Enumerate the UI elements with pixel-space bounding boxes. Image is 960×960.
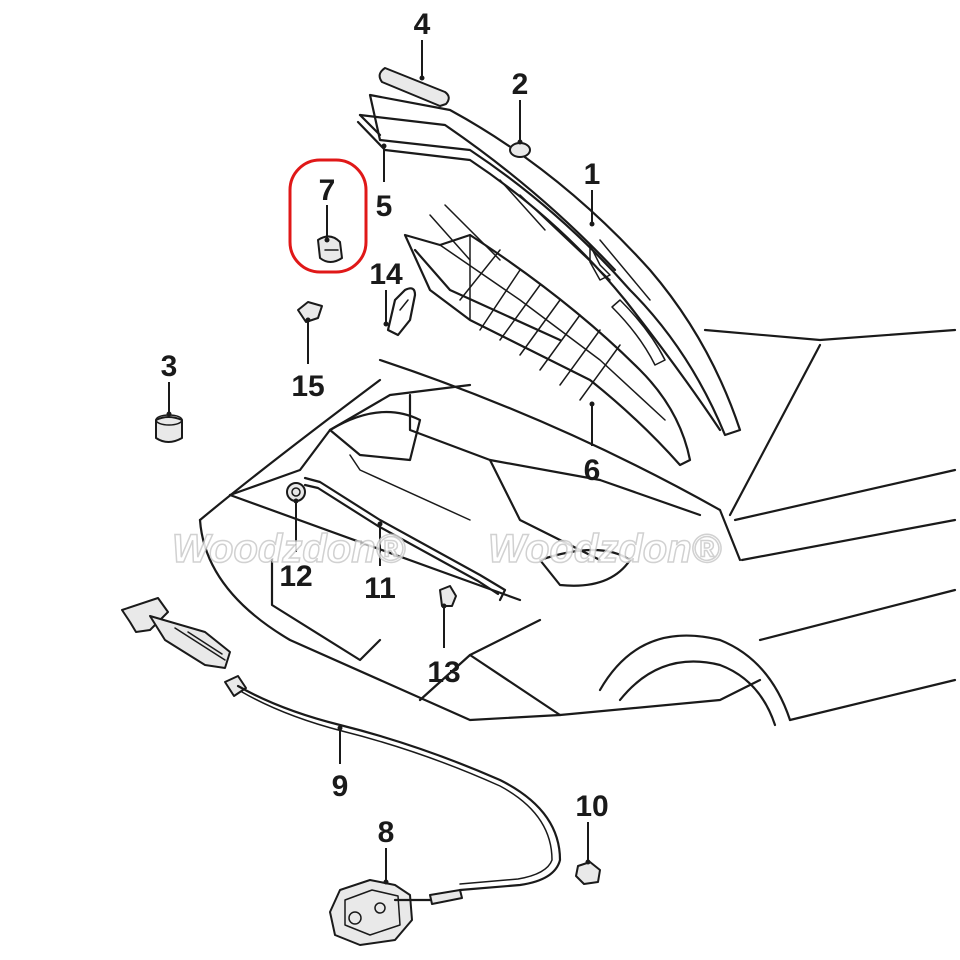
part-8-hood-latch	[329, 879, 463, 946]
callout-13: 13	[427, 656, 460, 689]
part-14-hinge	[386, 287, 417, 337]
part-2-bumper-stop	[509, 142, 531, 158]
callout-4: 4	[414, 8, 431, 41]
callout-15: 15	[291, 370, 324, 403]
part-15-clip	[297, 301, 323, 323]
callout-labels: 4 2 1 5 7 14 15 3 6 12 11 13 9 10 8	[161, 8, 609, 849]
callout-6: 6	[584, 454, 601, 487]
callout-11: 11	[364, 572, 396, 605]
callout-7-highlight	[288, 158, 368, 274]
part-4-weatherstrip	[378, 67, 450, 107]
callout-12: 12	[279, 560, 312, 593]
part-12-grommet	[286, 482, 306, 502]
watermark-right: Woodzdon®	[488, 527, 722, 571]
part-10-clip	[575, 861, 601, 885]
leader-lines	[166, 40, 595, 885]
callout-2: 2	[512, 68, 529, 101]
callout-14: 14	[369, 258, 403, 291]
part-7-clip	[317, 235, 343, 263]
part-13-clip	[439, 585, 457, 607]
callout-8: 8	[378, 816, 395, 849]
part-11-support-rod	[303, 476, 507, 602]
part-9-release-cable	[236, 684, 562, 892]
callout-7: 7	[319, 174, 336, 207]
hood-panel	[356, 93, 742, 467]
callout-1: 1	[584, 158, 601, 191]
callout-5: 5	[376, 190, 393, 223]
hood-release-handle	[121, 597, 247, 697]
callout-3: 3	[161, 350, 178, 383]
part-3-cap	[155, 414, 183, 443]
callout-10: 10	[575, 790, 608, 823]
car-body	[198, 328, 957, 727]
watermark-left: Woodzdon®	[172, 527, 406, 571]
callout-9: 9	[332, 770, 349, 803]
